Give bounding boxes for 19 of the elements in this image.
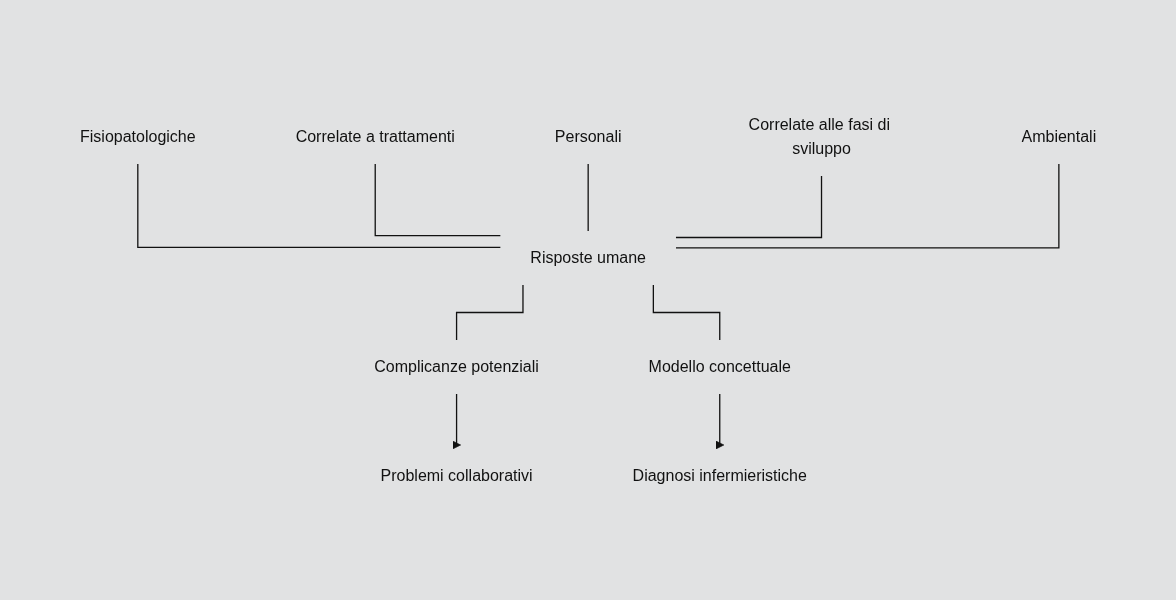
connector (675, 174, 823, 238)
node-text: Correlate alle fasi di sviluppo (748, 115, 890, 157)
connector (587, 162, 589, 232)
node-text: Personali (554, 127, 622, 145)
node-text: Problemi collaborativi (380, 466, 533, 484)
node-text: Modello concettuale (648, 357, 791, 375)
node-text: Ambientali (1021, 127, 1097, 145)
node-text: Correlate a trattamenti (295, 127, 455, 145)
connector (137, 162, 501, 248)
arrow (715, 392, 725, 449)
connector (374, 162, 501, 236)
node-text: Fisiopatologiche (79, 127, 196, 145)
node-text: Complicanze potenziali (374, 357, 539, 375)
node-text: Diagnosi infermieristiche (632, 466, 807, 484)
arrow (452, 392, 461, 449)
connector (652, 283, 721, 341)
connector (455, 283, 524, 341)
node-text: Risposte umane (530, 248, 646, 266)
connector (675, 162, 1060, 248)
